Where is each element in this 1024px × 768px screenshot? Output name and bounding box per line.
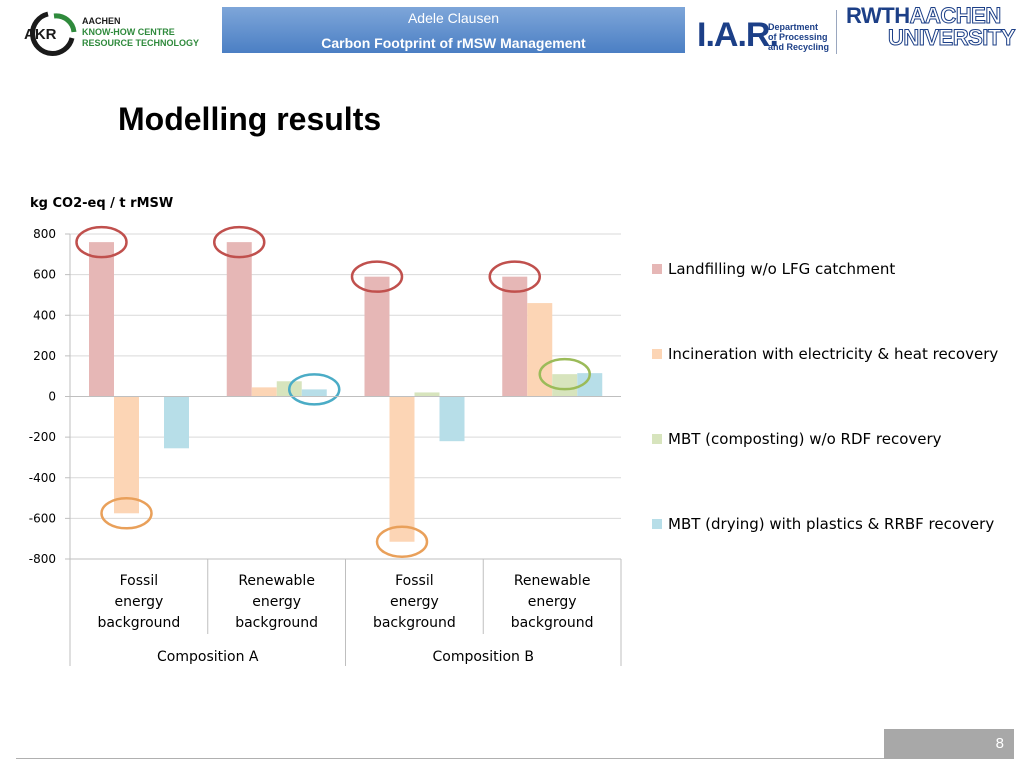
slide-title: Modelling results: [118, 101, 382, 137]
iar-dept-line-2: of Processing: [768, 32, 828, 42]
y-tick-label: 400: [33, 308, 56, 322]
legend-label: MBT (composting) w/o RDF recovery: [668, 430, 942, 448]
category-label: background: [97, 615, 180, 631]
legend-swatch: [652, 349, 662, 359]
bar: [89, 242, 114, 397]
category-label: Fossil: [120, 573, 159, 589]
highlight-circle: [75, 225, 128, 259]
y-tick-label: 200: [33, 349, 56, 363]
legend-swatch: [652, 519, 662, 529]
bar: [527, 303, 553, 397]
highlight-circle: [100, 497, 153, 530]
talk-title: Carbon Footprint of rMSW Management: [321, 35, 586, 51]
footer-divider: [16, 758, 1014, 759]
iar-department: Department of Processing and Recycling: [768, 22, 829, 52]
y-tick-label: -800: [29, 552, 56, 566]
highlight-circle: [288, 373, 341, 406]
category-label: Renewable: [514, 573, 591, 589]
category-label: Fossil: [395, 573, 434, 589]
bar: [552, 374, 578, 397]
akr-logo-text: AACHEN KNOW-HOW CENTRE RESOURCE TECHNOLO…: [82, 16, 199, 49]
group-label: Composition B: [433, 649, 535, 665]
author-name: Adele Clausen: [407, 10, 500, 26]
category-label: energy: [390, 594, 439, 610]
page-number: 8: [995, 735, 1004, 752]
bar: [251, 387, 277, 397]
rwth-logo: RWTHAACHEN: [846, 3, 1002, 28]
highlight-circle: [213, 225, 266, 259]
category-label: Renewable: [238, 573, 315, 589]
y-tick-label: 0: [48, 390, 56, 404]
highlight-circle: [350, 260, 404, 293]
page-number-box: 8: [884, 729, 1014, 759]
logo-divider: [836, 10, 837, 54]
category-label: background: [373, 615, 456, 631]
iar-dept-line-3: and Recycling: [768, 42, 830, 52]
legend-label: Landfilling w/o LFG catchment: [668, 260, 895, 278]
iar-logo: I.A.R.: [697, 16, 779, 54]
group-label: Composition A: [157, 649, 259, 665]
bar: [389, 396, 415, 542]
legend-swatch: [652, 434, 662, 444]
bar: [577, 373, 603, 397]
bar: [439, 396, 465, 442]
highlight-circle: [488, 260, 541, 293]
highlight-circle: [538, 357, 591, 391]
legend-label: Incineration with electricity & heat rec…: [668, 345, 998, 363]
bar: [502, 276, 528, 397]
y-tick-label: -600: [29, 511, 56, 525]
bar: [364, 276, 390, 397]
legend-swatch: [652, 264, 662, 274]
iar-dept-line-1: Department: [768, 22, 819, 32]
akr-logo-mark: AKR: [24, 11, 77, 56]
akr-logo-letters: AKR: [24, 26, 57, 43]
akr-text-line-1: AACHEN: [82, 16, 121, 26]
category-label: energy: [252, 594, 301, 610]
category-label: energy: [114, 594, 163, 610]
bar: [414, 392, 440, 397]
y-axis-label: kg CO2-eq / t rMSW: [30, 196, 173, 211]
grid: [70, 233, 621, 519]
highlight-circles: [75, 225, 591, 558]
header-banner: Adele Clausen Carbon Footprint of rMSW M…: [222, 7, 685, 53]
akr-text-line-2: KNOW-HOW CENTRE: [82, 27, 175, 37]
highlight-circle: [375, 525, 429, 558]
category-label: background: [511, 615, 594, 631]
legend-label: MBT (drying) with plastics & RRBF recove…: [668, 515, 994, 533]
y-tick-label: 800: [33, 227, 56, 241]
university-logo-text: UNIVERSITY: [887, 25, 1016, 50]
category-label: background: [235, 615, 318, 631]
akr-text-line-3: RESOURCE TECHNOLOGY: [82, 38, 200, 48]
bar: [114, 396, 139, 514]
y-tick-label: -400: [29, 471, 56, 485]
y-tick-label: 600: [33, 268, 56, 282]
bar: [226, 242, 252, 397]
category-label: energy: [528, 594, 577, 610]
rwth-logo-part-2: AACHEN: [909, 3, 1002, 28]
bars: [89, 242, 603, 542]
y-tick-label: -200: [29, 430, 56, 444]
legend: Landfilling w/o LFG catchmentIncineratio…: [652, 260, 998, 533]
bar: [164, 396, 189, 449]
rwth-logo-part-1: RWTH: [846, 3, 910, 28]
bar: [301, 389, 327, 397]
